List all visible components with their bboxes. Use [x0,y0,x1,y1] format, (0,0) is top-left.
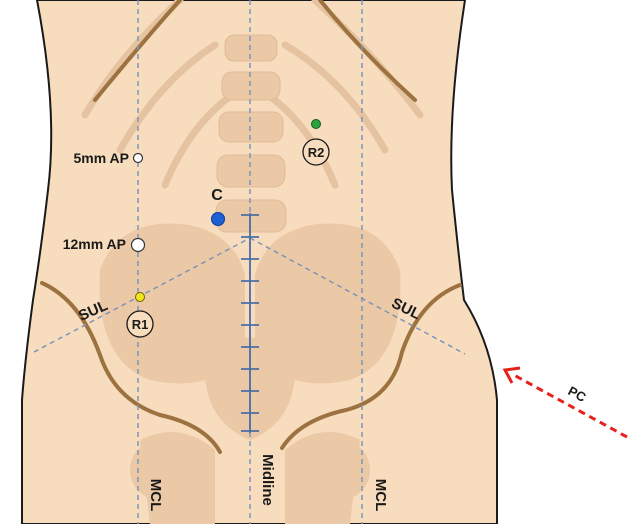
patient-cart-arrow [505,368,627,437]
robot-port-1-marker [136,293,145,302]
robot-port-2-label: R2 [308,145,325,160]
camera-port-label: C [211,187,223,204]
mcl-right-label: MCL [372,479,389,512]
dashed-arrow-icon [512,374,627,437]
port-5mm-label: 5mm AP [73,150,129,166]
port-12mm-marker [132,239,145,252]
camera-port-marker [212,213,225,226]
mcl-left-label: MCL [147,479,164,512]
patient-cart-label: PC [566,383,590,405]
midline-label: Midline [259,454,276,506]
port-12mm-label: 12mm AP [63,236,126,252]
robot-port-1-label: R1 [132,317,149,332]
port-5mm-marker [134,154,143,163]
robot-port-2-marker [312,120,321,129]
